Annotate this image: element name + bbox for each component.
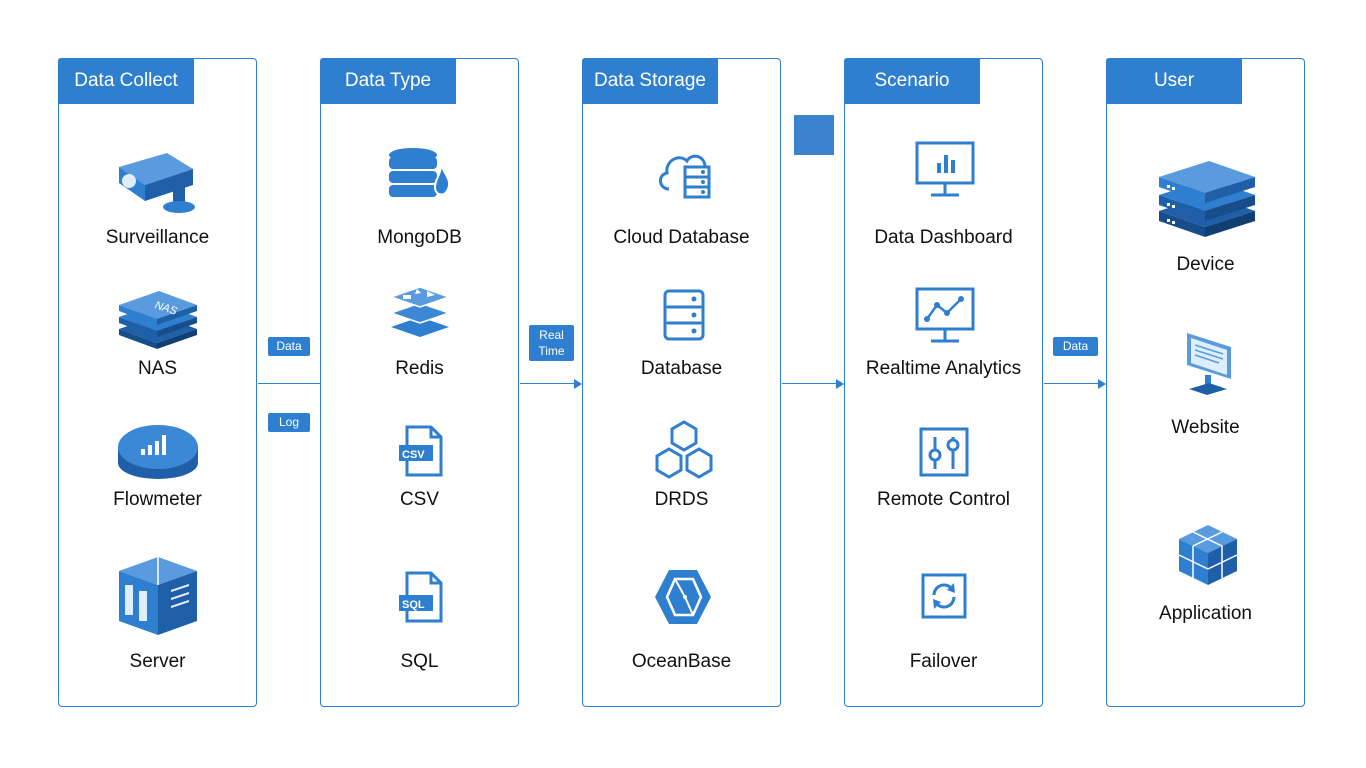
item-label-cloud-database: Cloud Database [613, 227, 750, 248]
drds-icon [655, 420, 713, 479]
device-icon [1159, 161, 1255, 237]
item-label-website: Website [1171, 417, 1240, 438]
mongodb-icon [389, 148, 451, 197]
website-icon [1187, 333, 1231, 395]
item-label-realtime-analytics: Realtime Analytics [865, 358, 1022, 379]
arrowhead-scenario-to-user [1098, 379, 1106, 389]
application-icon [1178, 525, 1238, 585]
connector-type-to-storage [520, 383, 574, 384]
item-label-mongodb: MongoDB [377, 227, 462, 248]
decorative-square [794, 115, 834, 155]
item-label-remote-control: Remote Control [876, 489, 1011, 510]
item-label-oceanbase: OceanBase [631, 651, 732, 672]
oceanbase-icon [655, 570, 711, 624]
item-label-flowmeter: Flowmeter [113, 489, 202, 510]
item-label-csv: CSV [399, 489, 440, 510]
panel-data-collect: Data Collect Surveillance NAS NAS Flowme… [58, 58, 257, 707]
connector-tag-time: Time [538, 344, 565, 358]
item-label-drds: DRDS [654, 489, 709, 510]
redis-icon [389, 286, 451, 337]
connector-tag-data-2: Data [1053, 337, 1098, 356]
panel-header-data-collect: Data Collect [58, 58, 194, 104]
panel-header-user: User [1106, 58, 1242, 104]
remote-control-icon [919, 427, 969, 477]
server-icon [119, 557, 197, 635]
connector-scenario-to-user [1044, 383, 1098, 384]
database-icon [663, 289, 705, 341]
item-label-data-dashboard: Data Dashboard [874, 227, 1013, 248]
item-label-application: Application [1159, 603, 1252, 624]
panel-data-storage: Data Storage Cloud Database Database DRD… [582, 58, 781, 707]
panel-user: User Device Website Application [1106, 58, 1305, 707]
failover-icon [921, 573, 967, 619]
item-label-failover: Failover [909, 651, 978, 672]
connector-storage-to-scenario [782, 383, 836, 384]
svg-text:SQL: SQL [402, 599, 425, 611]
svg-text:CSV: CSV [402, 449, 425, 461]
panel-header-data-type: Data Type [320, 58, 456, 104]
item-label-nas: NAS [137, 358, 178, 379]
connector-tag-real: Real [539, 328, 564, 342]
analytics-icon [915, 287, 975, 343]
item-label-device: Device [1176, 254, 1235, 275]
connector-tag-data: Data [268, 337, 310, 356]
panel-header-scenario: Scenario [844, 58, 980, 104]
item-label-server: Server [129, 651, 186, 672]
item-label-database: Database [640, 358, 723, 379]
connector-collect-to-type [258, 383, 320, 384]
dashboard-icon [915, 141, 975, 197]
panel-data-type: Data Type MongoDB Redis CSV CSV SQL SQL [320, 58, 519, 707]
item-label-sql: SQL [400, 651, 439, 672]
item-label-surveillance: Surveillance [105, 227, 210, 248]
sql-file-icon: SQL [399, 571, 443, 623]
arrowhead-storage-to-scenario [836, 379, 844, 389]
connector-tag-log: Log [268, 413, 310, 432]
nas-icon: NAS [119, 291, 197, 349]
item-label-redis: Redis [395, 358, 444, 379]
arrowhead-type-to-storage [574, 379, 582, 389]
csv-file-icon: CSV [399, 425, 443, 477]
panel-header-data-storage: Data Storage [582, 58, 718, 104]
surveillance-camera-icon [119, 153, 195, 213]
cloud-database-icon [659, 154, 711, 199]
flowmeter-icon [118, 425, 198, 479]
panel-scenario: Scenario Data Dashboard Realtime Analyti… [844, 58, 1043, 707]
connector-tag-realtime: Real Time [529, 325, 574, 361]
